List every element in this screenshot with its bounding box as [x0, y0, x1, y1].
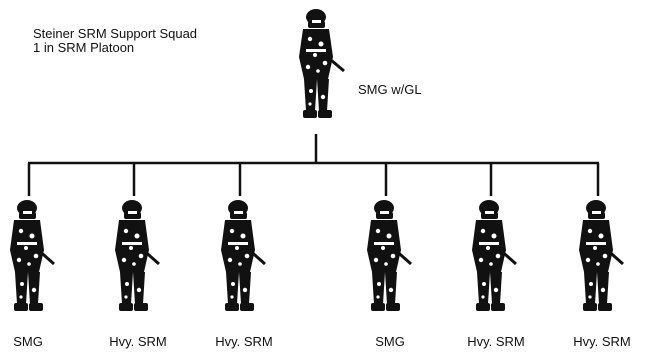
member-4-soldier-icon [359, 198, 417, 324]
member-4-label: SMG [375, 334, 405, 349]
member-5-label: Hvy. SRM [467, 334, 525, 349]
member-1-soldier-icon [2, 198, 60, 324]
leader-soldier-icon [288, 7, 350, 131]
member-1-label: SMG [13, 334, 43, 349]
member-3-soldier-icon [213, 198, 271, 324]
member-5-soldier-icon [464, 198, 522, 324]
diagram-title: Steiner SRM Support Squad 1 in SRM Plato… [33, 27, 197, 55]
member-2-label: Hvy. SRM [109, 334, 167, 349]
member-6-label: Hvy. SRM [573, 334, 631, 349]
title-line-1: Steiner SRM Support Squad [33, 26, 198, 41]
leader-label: SMG w/GL [358, 82, 422, 97]
title-line-2: 1 in SRM Platoon [33, 40, 135, 55]
member-6-soldier-icon [571, 198, 629, 324]
member-2-soldier-icon [107, 198, 165, 324]
member-3-label: Hvy. SRM [215, 334, 273, 349]
